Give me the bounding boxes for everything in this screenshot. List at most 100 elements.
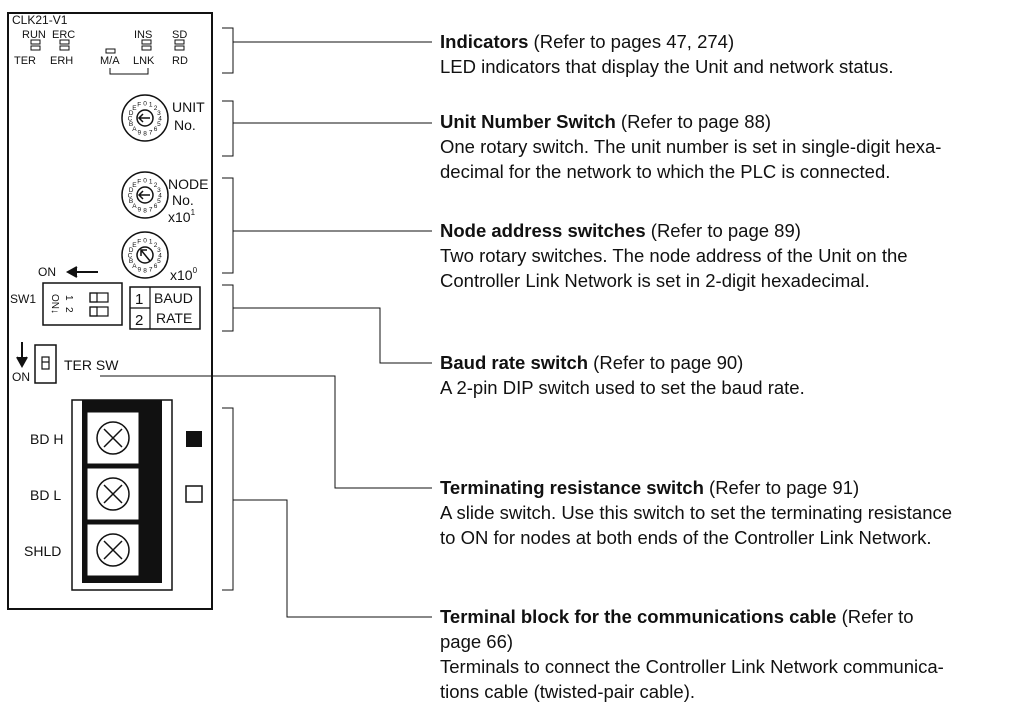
baud-label-2: RATE [156, 310, 192, 326]
unit-number-rotary-switch [121, 94, 169, 142]
callout-ref: (Refer to page 89) [645, 220, 801, 241]
callout-title: Node address switches [440, 220, 646, 241]
callout-ref: (Refer to page 66) [440, 606, 914, 652]
callout-title: Indicators [440, 31, 529, 52]
node-upper-arrow-icon [137, 190, 150, 200]
led-lnk [141, 45, 152, 51]
node-upper-mult: x101 [168, 208, 196, 225]
ma-lnk-bracket [109, 68, 149, 75]
node-upper-digit: 8 [143, 208, 147, 215]
node-lower-digit: 9 [137, 266, 141, 273]
node-lower-arrow-icon [140, 249, 151, 262]
led-label-ins: INS [134, 29, 152, 41]
ter-sw-label: TER SW [64, 357, 119, 373]
unit-switch-digit: B [129, 121, 133, 128]
node-upper-knob [136, 186, 154, 204]
bracket-node-switches [222, 177, 234, 274]
node-lower-digit: 2 [154, 242, 158, 249]
unit-switch-arrow-icon [137, 113, 150, 123]
node-lower-digit: E [132, 242, 137, 249]
callout-ref: (Refer to pages 47, 274) [528, 31, 735, 52]
node-lower-digit: 6 [154, 263, 158, 270]
node-upper-digit: C [128, 193, 133, 200]
dip-sw-label: SW1 [10, 292, 36, 306]
baud-pin-1: 1 [135, 291, 143, 308]
callout-body: Two rotary switches. The node address of… [440, 245, 908, 291]
terminal-screws [96, 421, 130, 567]
callout-title: Terminal block for the communications ca… [440, 606, 837, 627]
led-ins [141, 39, 152, 45]
ter-on-arrow-icon [16, 342, 28, 369]
callout-body: A slide switch. Use this switch to set t… [440, 502, 953, 548]
node-lower-digit: 0 [143, 238, 147, 245]
unit-switch-digit: C [128, 116, 133, 123]
led-label-ter: TER [14, 55, 36, 67]
node-upper-digit: 3 [157, 187, 161, 194]
unit-switch-digit: D [129, 110, 134, 117]
led-label-erh: ERH [50, 55, 73, 67]
dip-pin-2 [89, 306, 109, 317]
callout-unit-number-switch: Unit Number Switch (Refer to page 88) On… [440, 109, 1015, 184]
node-upper-digit: 9 [137, 206, 141, 213]
dip-inner-text: ON↓ 1 2 [49, 294, 74, 314]
unit-switch-digit: F [137, 102, 141, 109]
node-upper-digit: 2 [154, 182, 158, 189]
dip-switch-body [42, 282, 123, 326]
unit-switch-digit: E [132, 105, 137, 112]
node-upper-digit: 0 [143, 178, 147, 185]
dip-pin-2-inner: 2 [63, 307, 74, 313]
unit-switch-digit: 0 [143, 101, 147, 108]
callout-ref: (Refer to page 88) [615, 111, 772, 132]
led-label-erc: ERC [52, 29, 75, 41]
node-lower-digit: A [132, 263, 137, 270]
model-label: CLK21-V1 [12, 13, 68, 27]
node-lower-dial [121, 231, 169, 279]
screw-cross-shld [103, 540, 123, 560]
led-label-sd: SD [172, 29, 187, 41]
node-lower-digit: 5 [157, 258, 161, 265]
callout-ref: (Refer to page 91) [703, 477, 860, 498]
dip-on-arrow-icon [65, 266, 98, 278]
node-switch-label-2: No. [172, 192, 194, 208]
led-label-rd: RD [172, 55, 188, 67]
callout-title: Unit Number Switch [440, 111, 616, 132]
unit-front-panel [7, 12, 213, 610]
callout-body: One rotary switch. The unit number is se… [440, 136, 942, 182]
node-upper-digit: D [129, 187, 134, 194]
node-lower-mult: x100 [170, 266, 198, 283]
led-indicator-group: RUN ERC INS SD TER ERH M/A LNK RD [14, 29, 188, 75]
node-lower-digit: 4 [158, 253, 162, 260]
callout-terminating-resistance-switch: Terminating resistance switch (Refer to … [440, 475, 1015, 550]
callout-title: Terminating resistance switch [440, 477, 704, 498]
node-lower-digit: 8 [143, 268, 147, 275]
unit-switch-digit: 3 [157, 110, 161, 117]
node-upper-digit: A [132, 203, 137, 210]
screw-icon-bd-l [96, 477, 130, 511]
leader-ter-switch [100, 375, 432, 489]
unit-switch-label-1: UNIT [172, 99, 205, 115]
node-lower-digit: C [128, 253, 133, 260]
node-lower-digit: D [129, 247, 134, 254]
node-upper-digit: E [132, 182, 137, 189]
led-rd [174, 45, 185, 51]
terminal-indicator-hollow [185, 485, 203, 503]
leader-baud-switch [233, 307, 432, 364]
callout-body: LED indicators that display the Unit and… [440, 56, 894, 77]
dip-pin-1-inner: 1 [63, 295, 74, 301]
unit-switch-dial [121, 94, 169, 142]
unit-switch-digit: 2 [154, 105, 158, 112]
bracket-unit-switch [222, 100, 234, 157]
baud-label-1: BAUD [154, 290, 193, 306]
node-upper-digit: 7 [149, 206, 153, 213]
unit-switch-digit: 7 [149, 129, 153, 136]
screw-icon-bd-h [96, 421, 130, 455]
ter-switch-lever [41, 356, 50, 370]
led-erh [59, 45, 70, 51]
callout-baud-rate-switch: Baud rate switch (Refer to page 90) A 2-… [440, 350, 1015, 400]
unit-switch-digit: A [132, 126, 137, 133]
ter-switch-body [34, 344, 57, 384]
unit-switch-digit: 1 [149, 102, 153, 109]
unit-switch-label-2: No. [174, 117, 196, 133]
unit-switch-knob [136, 109, 154, 127]
